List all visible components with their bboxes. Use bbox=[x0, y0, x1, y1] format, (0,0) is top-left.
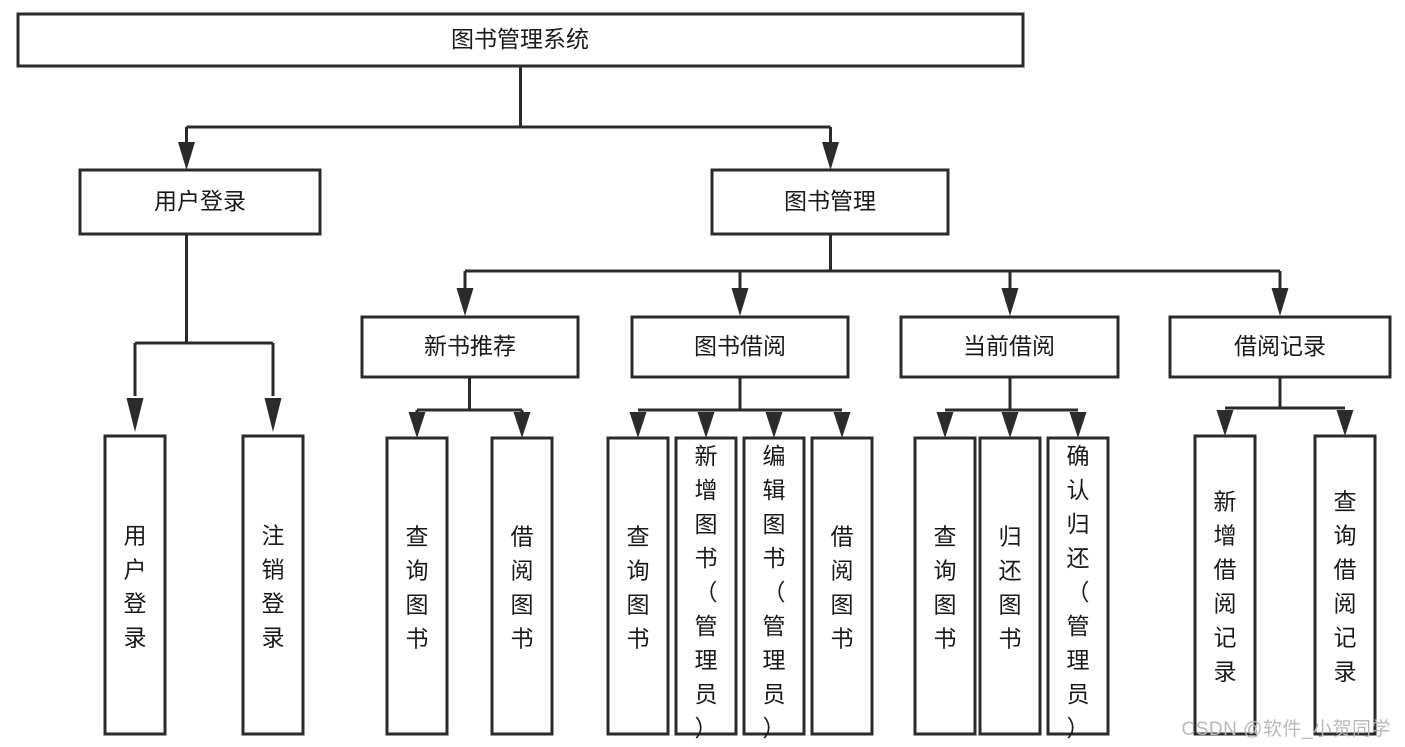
leaf-confirm-return-box[interactable] bbox=[1046, 436, 1110, 736]
node-borrow-record-box[interactable] bbox=[1168, 315, 1392, 379]
leaf-add-book[interactable]: 新增图书（管理员） bbox=[674, 436, 738, 741]
leaf-add-record[interactable]: 新增借阅记录 bbox=[1193, 434, 1257, 736]
leaf-query-record-label: 查询借阅记录 bbox=[1334, 489, 1357, 685]
node-root-box[interactable] bbox=[16, 12, 1025, 68]
arrow-book-borrow-to-leaf-3 bbox=[765, 412, 783, 438]
arrow-borrow-record-to-leaf-2 bbox=[1336, 410, 1354, 436]
arrow-new-book-to-leaf-2 bbox=[513, 412, 531, 438]
node-borrow-record[interactable]: 借阅记录 bbox=[1168, 315, 1392, 379]
node-book-manage-label: 图书管理 bbox=[784, 188, 876, 214]
node-user-login[interactable]: 用户登录 bbox=[78, 168, 322, 236]
arrow-user-login-to-leaf-1 bbox=[126, 398, 144, 432]
leaf-borrow-book-2-box[interactable] bbox=[810, 436, 874, 736]
arrow-book-borrow-to-leaf-1 bbox=[629, 412, 647, 438]
leaf-edit-book-box[interactable] bbox=[742, 436, 806, 736]
node-book-manage[interactable]: 图书管理 bbox=[710, 168, 950, 236]
leaf-confirm-return[interactable]: 确认归还（管理员） bbox=[1046, 436, 1110, 741]
node-new-book-recommend-label: 新书推荐 bbox=[424, 333, 516, 359]
leaf-query-record-box[interactable] bbox=[1313, 434, 1377, 736]
leaf-borrow-book-2[interactable]: 借阅图书 bbox=[810, 436, 874, 736]
leaf-return-book-label: 归还图书 bbox=[999, 524, 1022, 652]
node-new-book-recommend-box[interactable] bbox=[360, 315, 580, 379]
connector-group-current-borrow bbox=[936, 377, 1087, 438]
arrow-current-borrow-to-leaf-2 bbox=[1001, 412, 1019, 438]
connector-group-book-manage bbox=[456, 234, 1289, 316]
node-book-borrow-label: 图书借阅 bbox=[694, 333, 786, 359]
leaf-user-login-label: 用户登录 bbox=[124, 523, 147, 651]
node-current-borrow-label: 当前借阅 bbox=[963, 333, 1055, 359]
node-book-manage-box[interactable] bbox=[710, 168, 950, 236]
leaf-query-book-1[interactable]: 查询图书 bbox=[385, 436, 449, 736]
leaf-confirm-return-label: 确认归还（管理员） bbox=[1067, 443, 1090, 741]
node-book-borrow-box[interactable] bbox=[630, 315, 850, 379]
leaf-add-book-box[interactable] bbox=[674, 436, 738, 736]
leaf-return-book-box[interactable] bbox=[978, 436, 1042, 736]
leaf-query-book-3-label: 查询图书 bbox=[934, 524, 957, 652]
arrow-book-borrow-to-leaf-4 bbox=[833, 412, 851, 438]
arrow-book-manage-to-new-book bbox=[456, 288, 474, 316]
leaf-user-login-box[interactable] bbox=[103, 434, 167, 736]
leaf-borrow-book-1-box[interactable] bbox=[490, 436, 554, 736]
leaf-query-book-2[interactable]: 查询图书 bbox=[606, 436, 670, 736]
arrow-borrow-record-to-leaf-1 bbox=[1216, 410, 1234, 436]
arrow-root-to-book-manage bbox=[822, 142, 839, 170]
leaf-logout-login[interactable]: 注销登录 bbox=[241, 434, 305, 736]
arrow-book-manage-to-borrow-record bbox=[1271, 288, 1289, 316]
leaf-add-record-box[interactable] bbox=[1193, 434, 1257, 736]
node-book-borrow[interactable]: 图书借阅 bbox=[630, 315, 850, 379]
leaf-query-book-3[interactable]: 查询图书 bbox=[913, 436, 977, 736]
node-current-borrow[interactable]: 当前借阅 bbox=[899, 315, 1120, 379]
leaf-logout-login-label: 注销登录 bbox=[262, 523, 285, 651]
watermark-label: CSDN @软件_小贺同学 bbox=[1181, 719, 1391, 740]
node-current-borrow-box[interactable] bbox=[899, 315, 1120, 379]
leaf-edit-book-label: 编辑图书（管理员） bbox=[763, 443, 786, 741]
leaf-query-book-3-box[interactable] bbox=[913, 436, 977, 736]
leaf-query-book-1-box[interactable] bbox=[385, 436, 449, 736]
connector-group-new-book-recommend bbox=[408, 377, 531, 438]
arrow-new-book-to-leaf-1 bbox=[408, 412, 426, 438]
connector-group-book-borrow bbox=[629, 377, 851, 438]
node-user-login-box[interactable] bbox=[78, 168, 322, 236]
leaf-borrow-book-1[interactable]: 借阅图书 bbox=[490, 436, 554, 736]
node-borrow-record-label: 借阅记录 bbox=[1234, 333, 1326, 359]
node-new-book-recommend[interactable]: 新书推荐 bbox=[360, 315, 580, 379]
leaf-user-login[interactable]: 用户登录 bbox=[103, 434, 167, 736]
leaf-return-book[interactable]: 归还图书 bbox=[978, 436, 1042, 736]
leaf-borrow-book-2-label: 借阅图书 bbox=[831, 524, 854, 652]
arrow-root-to-user-login bbox=[178, 142, 195, 170]
connector-group-root bbox=[178, 66, 839, 170]
arrow-user-login-to-leaf-2 bbox=[264, 398, 282, 432]
leaf-edit-book[interactable]: 编辑图书（管理员） bbox=[742, 436, 806, 741]
connector-group-user-login bbox=[126, 234, 282, 432]
leaf-borrow-book-1-label: 借阅图书 bbox=[511, 524, 534, 652]
arrow-book-manage-to-current-borrow bbox=[1001, 288, 1019, 316]
node-root[interactable]: 图书管理系统 bbox=[16, 12, 1025, 68]
leaf-query-book-2-label: 查询图书 bbox=[627, 524, 650, 652]
arrow-current-borrow-to-leaf-1 bbox=[936, 412, 954, 438]
connector-group-borrow-record bbox=[1216, 377, 1354, 436]
leaf-add-book-label: 新增图书（管理员） bbox=[695, 443, 718, 741]
leaf-query-book-1-label: 查询图书 bbox=[406, 524, 429, 652]
leaf-logout-login-box[interactable] bbox=[241, 434, 305, 736]
node-user-login-label: 用户登录 bbox=[154, 188, 246, 214]
leaf-query-record[interactable]: 查询借阅记录 bbox=[1313, 434, 1377, 736]
leaf-query-book-2-box[interactable] bbox=[606, 436, 670, 736]
arrow-book-manage-to-book-borrow bbox=[731, 288, 749, 316]
arrow-current-borrow-to-leaf-3 bbox=[1069, 412, 1087, 438]
leaf-add-record-label: 新增借阅记录 bbox=[1214, 489, 1237, 685]
node-root-label: 图书管理系统 bbox=[451, 26, 589, 52]
arrow-book-borrow-to-leaf-2 bbox=[697, 412, 715, 438]
